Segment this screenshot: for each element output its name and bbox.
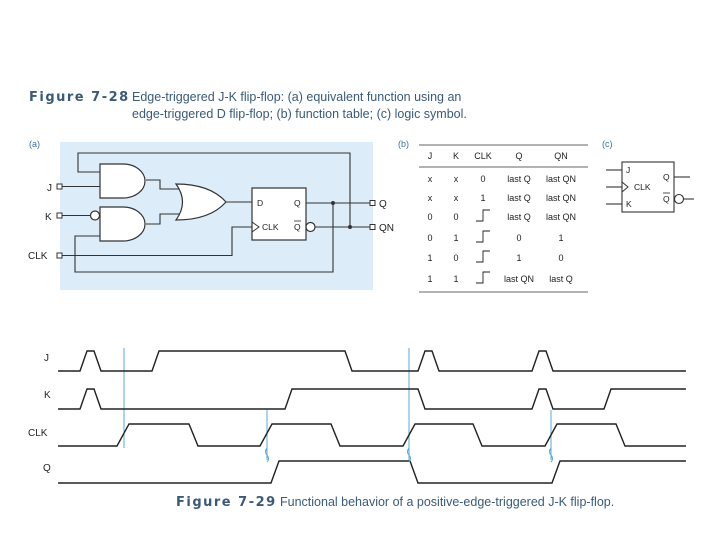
- symbol-clock-triangle: [621, 181, 629, 193]
- dff-q-label: Q: [294, 198, 301, 208]
- table-cell: 0: [453, 212, 458, 222]
- panel-a-circuit: (a) J K CLK: [28, 139, 394, 290]
- table-cell: 1: [480, 193, 485, 203]
- figure-7-29-caption: Figure 7-29 Functional behavior of a pos…: [176, 495, 614, 510]
- input-clk-terminal: [56, 252, 63, 259]
- panel-a-wires: [62, 152, 370, 273]
- figure-7-28-caption: Figure 7-28 Edge-triggered J-K flip-flop…: [29, 90, 467, 121]
- symbol-k-label: K: [626, 199, 632, 209]
- signal-label-k: K: [44, 390, 51, 401]
- dff-qbar-bubble: [305, 221, 316, 233]
- symbol-q-label: Q: [663, 172, 670, 182]
- table-cell: last Q: [507, 174, 531, 184]
- figure-7-29-caption-text: Functional behavior of a positive-edge-t…: [280, 495, 614, 509]
- dff-clk-label: CLK: [262, 222, 279, 232]
- input-j-terminal: [56, 183, 63, 190]
- output-qn-label: QN: [379, 223, 394, 234]
- table-cell: last QN: [546, 212, 576, 222]
- table-cell: 0: [427, 233, 432, 243]
- output-q-label: Q: [379, 199, 387, 210]
- panel-c-logic-symbol: (c) J CLK K Q Q: [602, 139, 694, 213]
- table-cell: 0: [558, 253, 563, 263]
- dff-clock-triangle: [251, 221, 260, 233]
- figure-7-28-label: Figure 7-28: [29, 90, 130, 105]
- table-cell: last Q: [507, 212, 531, 222]
- waveform-k: [58, 388, 686, 410]
- output-qn-terminal: [369, 224, 376, 230]
- table-header-cell: QN: [554, 151, 568, 161]
- figure-7-29-label: Figure 7-29: [176, 495, 277, 510]
- d-flip-flop-box: [251, 187, 307, 241]
- rising-edge-icon: [476, 250, 490, 263]
- qn-junction-dot: [348, 225, 352, 229]
- and-gate-2: [99, 206, 146, 242]
- causality-arrow-1: [264, 447, 270, 463]
- waveform-j: [58, 350, 686, 372]
- table-header-cell: K: [453, 151, 459, 161]
- table-cell: last QN: [546, 193, 576, 203]
- panel-c-tag: (c): [602, 139, 613, 149]
- table-header-cell: CLK: [474, 151, 492, 161]
- table-cell: 1: [558, 233, 563, 243]
- table-cell: x: [454, 174, 459, 184]
- table-cell: x: [428, 193, 433, 203]
- table-cell: 1: [516, 253, 521, 263]
- table-header-cell: Q: [515, 151, 522, 161]
- waveform-clk: [58, 423, 686, 447]
- panel-b-tag: (b): [398, 139, 409, 149]
- table-cell: x: [454, 193, 459, 203]
- waveform-q: [58, 460, 686, 484]
- table-cell: 1: [453, 274, 458, 284]
- symbol-clk-label: CLK: [634, 182, 651, 192]
- dff-qbar-label: Q: [294, 222, 301, 232]
- figure-7-28-caption-line2: edge-triggered D flip-flop; (b) function…: [132, 107, 467, 121]
- causality-arrow-2: [406, 447, 412, 463]
- table-cell: 0: [453, 253, 458, 263]
- symbol-qbar-label: Q: [663, 194, 670, 204]
- table-cell: last Q: [507, 193, 531, 203]
- k-inverter-bubble: [89, 210, 101, 221]
- table-cell: 0: [516, 233, 521, 243]
- table-header-cell: J: [428, 151, 433, 161]
- table-cell: 1: [427, 274, 432, 284]
- table-cell: x: [428, 174, 433, 184]
- dff-d-label: D: [257, 198, 263, 208]
- panel-a-tag: (a): [29, 139, 40, 149]
- table-cell: 1: [427, 253, 432, 263]
- and-gate-1: [99, 163, 146, 199]
- symbol-qbar-bubble: [673, 193, 685, 205]
- q-junction-dot: [331, 201, 335, 205]
- table-cell: 1: [453, 233, 458, 243]
- figure-7-28-caption-line1: Edge-triggered J-K flip-flop: (a) equiva…: [132, 90, 461, 104]
- input-j-label: J: [47, 183, 52, 194]
- table-cell: last QN: [504, 274, 534, 284]
- signal-label-q: Q: [43, 463, 51, 474]
- table-cell: last Q: [549, 274, 573, 284]
- rising-edge-icon: [476, 230, 490, 243]
- rising-edge-icon: [476, 271, 490, 284]
- input-k-label: K: [45, 212, 52, 223]
- signal-label-j: J: [44, 353, 49, 364]
- table-cell: last QN: [546, 174, 576, 184]
- symbol-j-label: J: [626, 165, 630, 175]
- input-clk-label: CLK: [28, 251, 48, 262]
- table-cell: 0: [480, 174, 485, 184]
- table-cell: 0: [427, 212, 432, 222]
- timing-diagram: J K CLK Q: [28, 348, 686, 484]
- or-gate: [174, 183, 227, 221]
- output-q-terminal: [369, 200, 376, 206]
- causality-arrow-3: [548, 447, 554, 463]
- symbol-box: [621, 161, 675, 213]
- signal-label-clk: CLK: [28, 428, 48, 439]
- rising-edge-icon: [476, 209, 490, 222]
- input-k-terminal: [56, 212, 63, 219]
